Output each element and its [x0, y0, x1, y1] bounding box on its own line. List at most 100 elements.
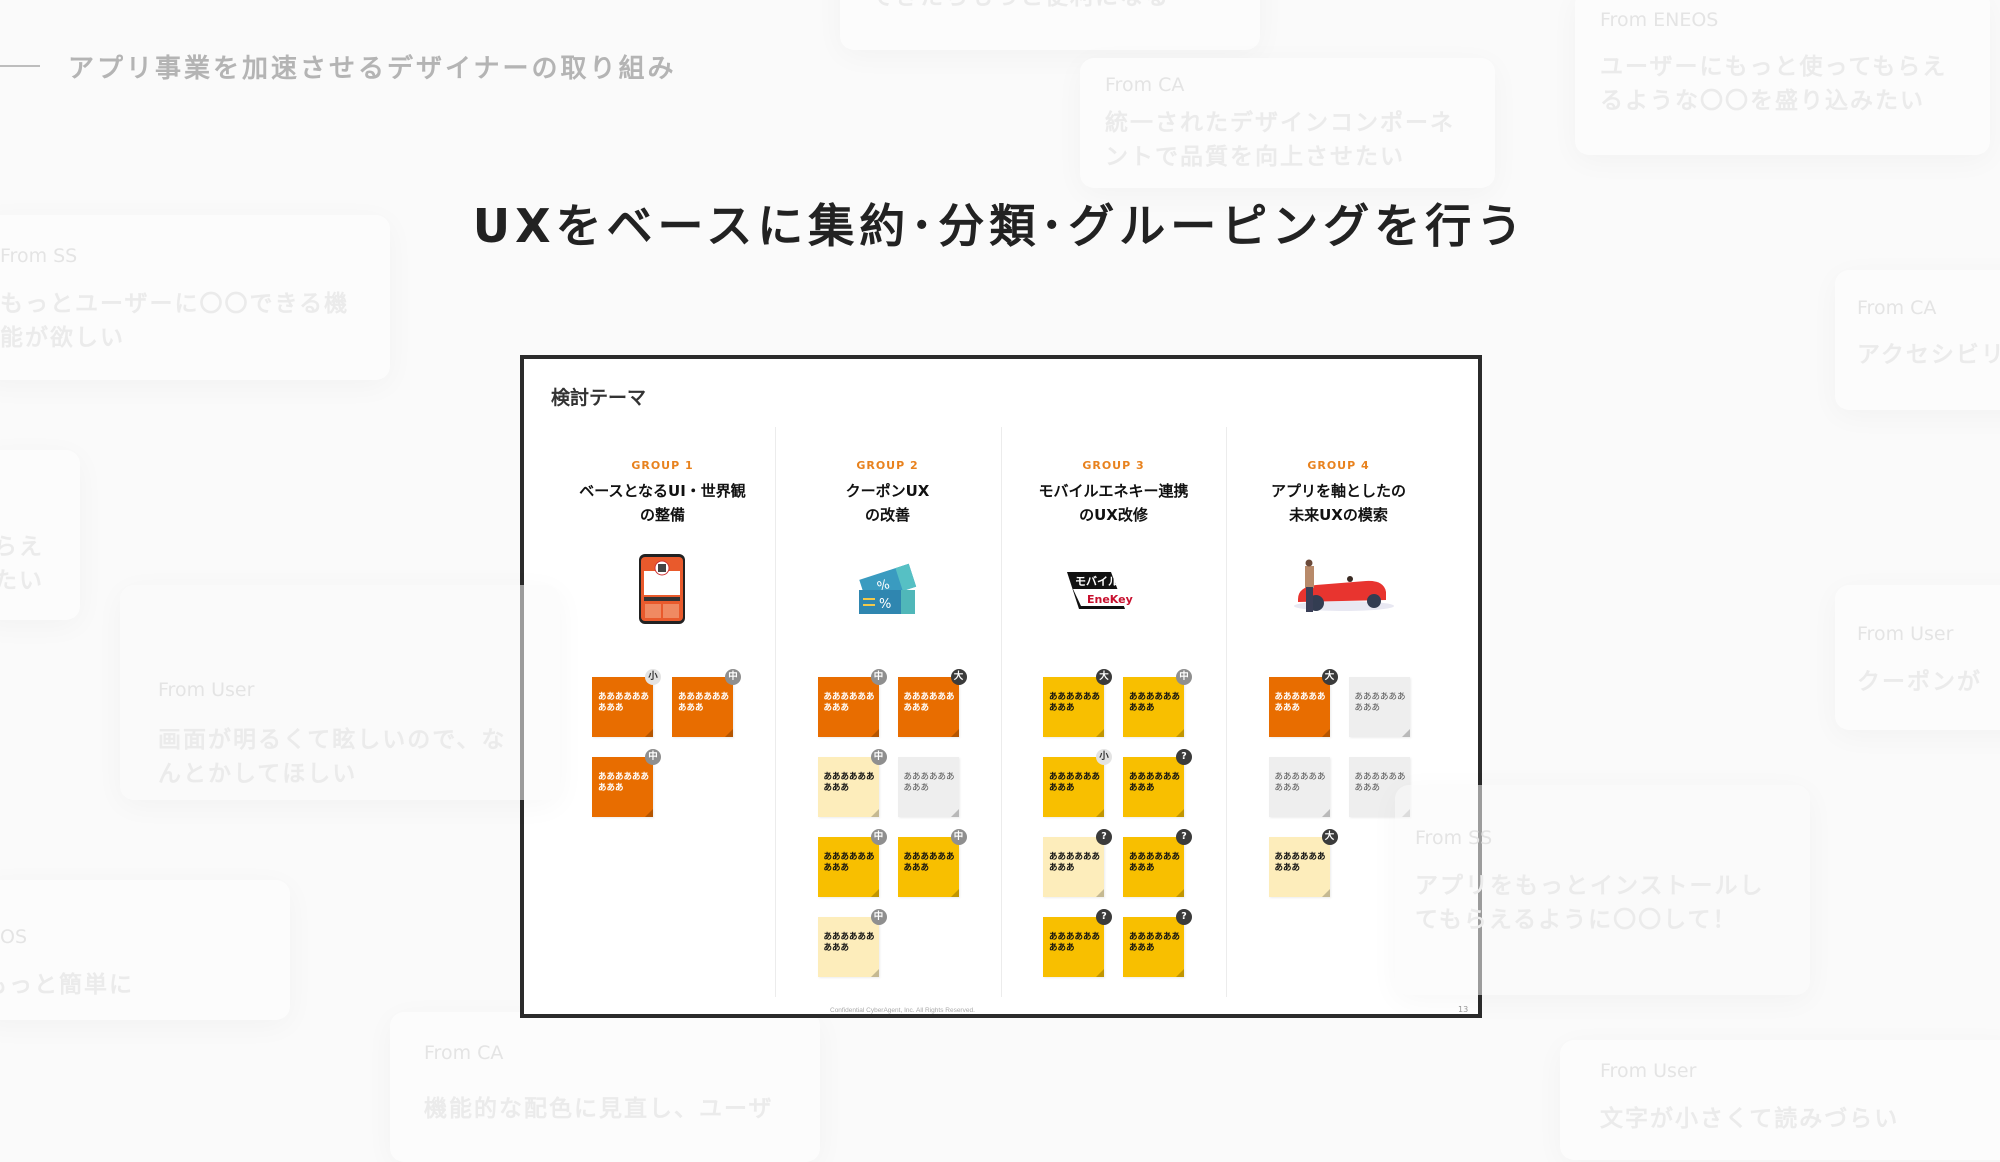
- feedback-source: From User: [158, 679, 255, 701]
- group-title-line: アプリを軸としたの: [1270, 482, 1406, 500]
- sticky-note[interactable]: あああああああああ中: [817, 909, 887, 977]
- feedback-text: るような〇〇を盛り込みたい: [1600, 88, 1925, 114]
- group-title-line: のUX改修: [1079, 506, 1148, 524]
- priority-badge: ?: [1096, 829, 1112, 845]
- group-column-4: GROUP 4 アプリを軸としたの未来UXの模索: [1226, 359, 1451, 999]
- sticky-note-text: あああああああああ: [903, 852, 955, 873]
- note-fold-corner: [645, 729, 653, 737]
- feedback-text: 文字が小さくて読みづらい: [1600, 1106, 1900, 1132]
- group-title-line: の改善: [864, 506, 910, 524]
- sticky-note[interactable]: あああああああああ中: [1123, 669, 1192, 737]
- sticky-note[interactable]: あああああああああ?: [1123, 909, 1192, 977]
- feedback-text: アプリをもっとインストールし: [1415, 873, 1765, 899]
- sticky-note[interactable]: あああああああああ?: [1043, 909, 1112, 977]
- group-label: GROUP 3: [1082, 459, 1145, 472]
- sticky-note[interactable]: あああああああああ: [1268, 757, 1330, 817]
- feedback-text: らえ: [0, 534, 44, 560]
- feedback-card: できたらもっと便利になる: [840, 0, 1260, 50]
- sticky-note[interactable]: あああああああああ 小: [1043, 749, 1112, 817]
- note-fold-corner: [1176, 889, 1184, 897]
- sticky-note-text: あああああああああ: [823, 932, 875, 953]
- feedback-card: From SS アプリをもっとインストールし てもらえるように〇〇して！: [1395, 785, 1810, 995]
- feedback-card: From User クーポンが: [1835, 585, 2000, 730]
- page-number: 13: [1458, 1005, 1469, 1014]
- header-rule: [0, 65, 40, 67]
- sticky-note[interactable]: あああああああああ: [897, 757, 959, 817]
- feedback-text: んとかしてほしい: [158, 761, 358, 787]
- feedback-source: From SS: [0, 245, 78, 267]
- sticky-note[interactable]: あああああああああ: [1348, 677, 1410, 737]
- sticky-note[interactable]: あああああああああ中: [817, 829, 887, 897]
- priority-badge: 中: [725, 669, 741, 685]
- priority-badge: 中: [870, 669, 887, 685]
- note-fold-corner: [1096, 889, 1104, 897]
- sticky-note-text: あああああああああ: [598, 772, 650, 793]
- sticky-note[interactable]: あああああああああ?: [1123, 749, 1192, 817]
- feedback-text: 統一されたデザインコンポーネ: [1105, 110, 1455, 136]
- sticky-note[interactable]: あああああああああ中: [817, 749, 887, 817]
- sticky-note-text: あああああああああ: [823, 692, 875, 713]
- note-fold-corner: [1321, 889, 1330, 897]
- slide-title: 検討テーマ: [551, 387, 647, 409]
- sticky-note[interactable]: あああああああああ大: [1268, 829, 1338, 897]
- coupon-icon: % %: [859, 563, 917, 614]
- sticky-note[interactable]: あああああああああ 中: [897, 829, 967, 897]
- sticky-note[interactable]: あああああああああ大: [897, 669, 967, 737]
- group-title: アプリを軸としたの未来UXの模索: [1226, 479, 1451, 527]
- group-title-line: モバイルエネキー連携: [1038, 482, 1189, 500]
- column-divider: [1001, 427, 1002, 997]
- feedback-card: From User 文字が小さくて読みづらい: [1560, 1040, 2000, 1160]
- phone-app-icon: [639, 554, 685, 624]
- note-fold-corner: [870, 889, 879, 897]
- group-title-line: の整備: [639, 506, 685, 524]
- feedback-text: ユーザーにもっと使ってもらえ: [1600, 54, 1948, 80]
- mobile-enekey-logo: モバイル EneKey: [1067, 572, 1133, 609]
- sticky-note-text: あああああああああ: [1274, 692, 1326, 713]
- note-fold-corner: [725, 729, 733, 737]
- sticky-note[interactable]: あああああああああ 大: [1268, 669, 1338, 737]
- sticky-note[interactable]: あああああああああ 中: [592, 749, 661, 817]
- note-fold-corner: [1321, 729, 1330, 737]
- priority-badge: 小: [1096, 749, 1112, 765]
- feedback-text: 能が欲しい: [0, 325, 125, 351]
- sticky-note-text: あああああああああ: [1129, 772, 1181, 793]
- feedback-text: もっとユーザーに〇〇できる機: [0, 291, 350, 317]
- note-fold-corner: [1096, 729, 1104, 737]
- priority-badge: 大: [1321, 829, 1338, 845]
- feedback-text: 画面が明るくて眩しいので、な: [158, 727, 507, 753]
- feedback-source: From CA: [1105, 74, 1185, 96]
- sticky-note-text: あああああああああ: [1049, 932, 1101, 953]
- group-label: GROUP 1: [631, 459, 694, 472]
- sticky-note[interactable]: あああああああああ?: [1123, 829, 1192, 897]
- feedback-card: OS もっと簡単に: [0, 880, 290, 1020]
- note-fold-corner: [1321, 809, 1330, 817]
- feedback-text: アクセシビリ: [1857, 342, 2000, 368]
- svg-text:%: %: [879, 597, 891, 612]
- priority-badge: 大: [1096, 669, 1112, 685]
- sticky-note-text: あああああああああ: [1129, 852, 1181, 873]
- note-fold-corner: [1401, 729, 1410, 737]
- note-fold-corner: [950, 729, 959, 737]
- sticky-note-text: あああああああああ: [823, 772, 875, 793]
- section-subtitle: アプリ事業を加速させるデザイナーの取り組み: [68, 54, 677, 84]
- priority-badge: 大: [1321, 669, 1338, 685]
- sticky-note[interactable]: あああああああああ 中: [817, 669, 887, 737]
- priority-badge: 中: [950, 829, 967, 845]
- sticky-note[interactable]: あああああああああ?: [1043, 829, 1112, 897]
- sticky-note-text: あああああああああ: [1354, 692, 1406, 713]
- priority-badge: 中: [645, 749, 661, 765]
- feedback-text: クーポンが: [1857, 669, 1982, 695]
- sticky-note-text: あああああああああ: [1049, 772, 1101, 793]
- slide-frame: 検討テーマ GROUP 1 ベースとなるUI・世界観の整備 GROUP 2 クー…: [520, 355, 1482, 1018]
- sticky-note-text: あああああああああ: [1049, 852, 1101, 873]
- sticky-note[interactable]: あああああああああ小: [592, 669, 661, 737]
- sticky-note-text: あああああああああ: [903, 692, 955, 713]
- sticky-note-text: あああああああああ: [903, 772, 955, 793]
- sticky-note[interactable]: あああああああああ中: [672, 669, 741, 737]
- feedback-card: From CA アクセシビリ: [1835, 270, 2000, 410]
- priority-badge: 中: [1176, 669, 1192, 685]
- note-fold-corner: [645, 809, 653, 817]
- sticky-note[interactable]: あああああああああ大: [1043, 669, 1112, 737]
- slide-footer: Confidential CyberAgent, Inc. All Rights…: [830, 1007, 975, 1014]
- group-title-line: ベースとなるUI・世界観: [579, 482, 746, 500]
